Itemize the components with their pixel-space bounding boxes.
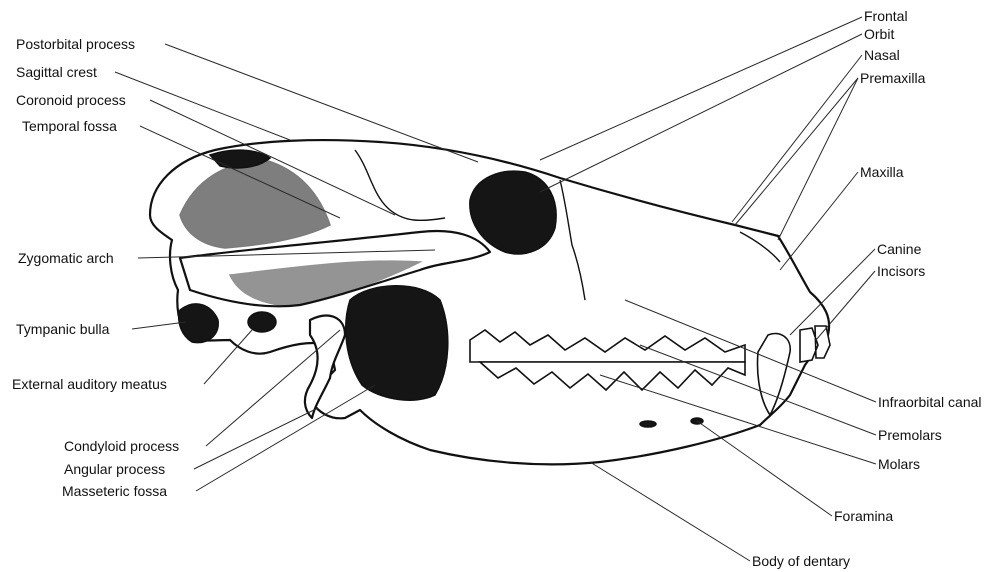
label-sagittal-crest: Sagittal crest (16, 64, 97, 80)
label-condyloid-process: Condyloid process (64, 438, 179, 454)
label-nasal: Nasal (864, 47, 900, 63)
label-premaxilla: Premaxilla (860, 70, 925, 86)
label-frontal: Frontal (864, 8, 908, 24)
label-external-auditory-meatus: External auditory meatus (12, 376, 167, 392)
foramen-1 (640, 421, 656, 427)
label-canine: Canine (877, 241, 921, 257)
label-molars: Molars (878, 456, 920, 472)
label-incisors: Incisors (877, 263, 925, 279)
label-angular-process: Angular process (64, 461, 165, 477)
label-orbit: Orbit (864, 26, 894, 42)
label-infraorbital-canal: Infraorbital canal (878, 394, 982, 410)
incisor-teeth (800, 326, 830, 362)
label-maxilla: Maxilla (860, 164, 904, 180)
masseteric-fossa-shape (346, 286, 448, 400)
label-foramina: Foramina (834, 508, 893, 524)
label-premolars: Premolars (878, 427, 942, 443)
label-masseteric-fossa: Masseteric fossa (62, 483, 167, 499)
label-temporal-fossa: Temporal fossa (22, 118, 117, 134)
label-coronoid-process: Coronoid process (16, 92, 126, 108)
auditory-meatus-shape (248, 312, 276, 332)
label-tympanic-bulla: Tympanic bulla (16, 321, 109, 337)
label-postorbital-process: Postorbital process (16, 36, 135, 52)
label-body-of-dentary: Body of dentary (752, 553, 850, 569)
label-zygomatic-arch: Zygomatic arch (18, 250, 114, 266)
